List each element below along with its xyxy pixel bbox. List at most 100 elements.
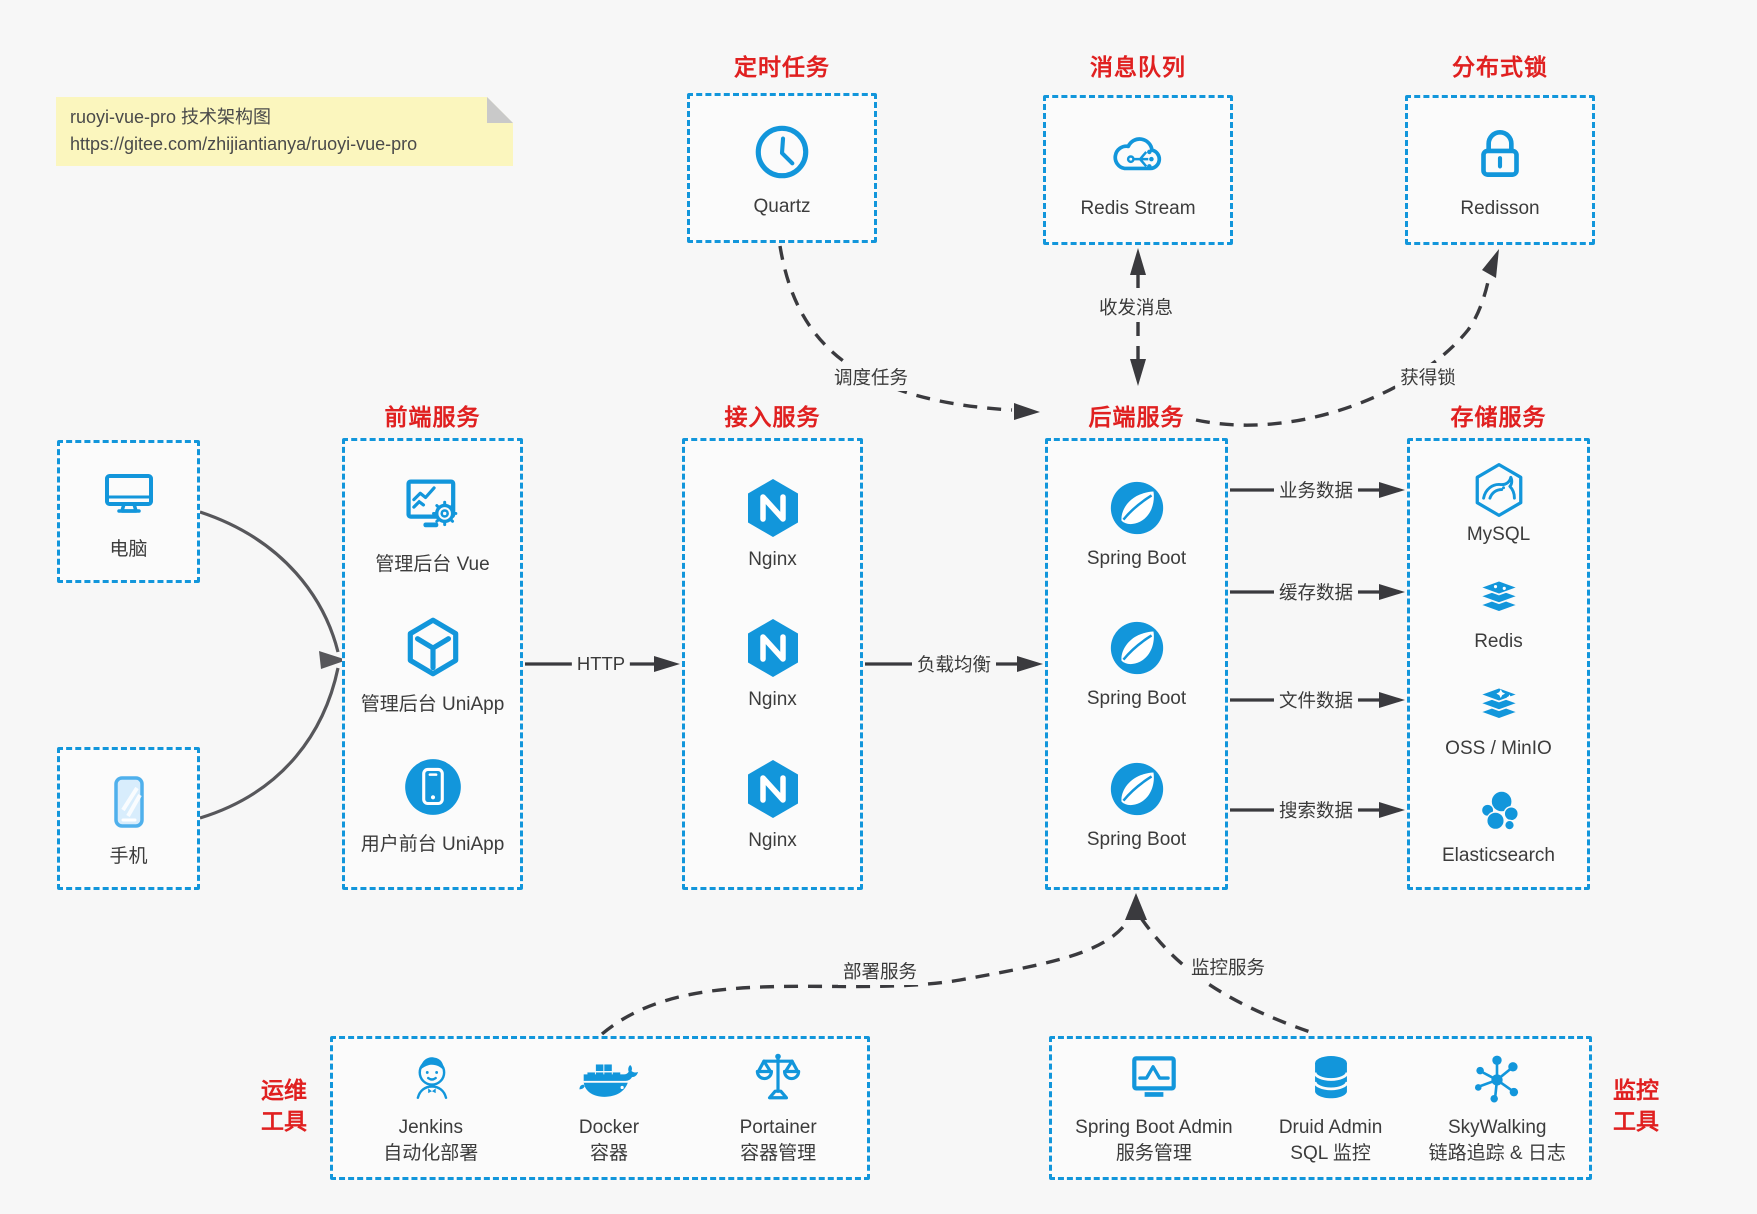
node-elasticsearch: Elasticsearch	[1410, 784, 1587, 867]
node-label: Nginx	[748, 830, 797, 852]
column-access-services: Nginx Nginx Nginx	[682, 438, 863, 890]
label-line: 运维	[261, 1077, 307, 1103]
edge-label-schedule-task: 调度任务	[828, 363, 914, 391]
node-label: Jenkins 自动化部署	[383, 1115, 478, 1167]
node-label: Redis Stream	[1080, 197, 1196, 219]
edge-label-monitor-service: 监控服务	[1185, 953, 1271, 981]
label-line: SkyWalking	[1447, 1117, 1547, 1138]
label-line: 工具	[1613, 1108, 1659, 1134]
node-label: 管理后台 Vue	[375, 554, 490, 575]
node-label: Elasticsearch	[1442, 845, 1555, 866]
node-label: Nginx	[748, 548, 797, 570]
column-backend-services: Spring Boot Spring Boot Spring Boot	[1045, 438, 1228, 890]
group-label-scheduled-tasks: 定时任务	[734, 54, 830, 80]
label-line: 服务管理	[1115, 1143, 1192, 1164]
node-label: Spring Boot Admin 服务管理	[1075, 1115, 1232, 1167]
edge-label-deploy-service: 部署服务	[837, 957, 923, 985]
nginx-icon	[741, 476, 805, 540]
edge-label-file-data: 文件数据	[1273, 686, 1359, 714]
edge-label-cache-data: 缓存数据	[1273, 578, 1359, 606]
node-spring-boot-2: Spring Boot	[1048, 617, 1225, 710]
node-label: Portainer 容器管理	[740, 1115, 817, 1167]
note-link: https://gitee.com/zhijiantianya/ruoyi-vu…	[70, 134, 418, 154]
edge-label-business-data: 业务数据	[1273, 476, 1359, 504]
node-admin-uniapp: 管理后台 UniApp	[345, 614, 520, 716]
node-mysql: MySQL	[1410, 461, 1587, 546]
column-frontend-services: 管理后台 Vue 管理后台 UniApp 用户前台 UniApp	[342, 438, 523, 890]
node-phone: 手机	[57, 747, 200, 890]
spring-icon	[1106, 617, 1168, 679]
spring-icon	[1106, 477, 1168, 539]
column-storage-services: MySQL Redis OSS / MinIO Elasticsearch	[1407, 438, 1590, 890]
node-label: Spring Boot	[1086, 688, 1187, 710]
node-label: 用户前台 UniApp	[360, 834, 505, 855]
skywalking-icon	[1467, 1049, 1527, 1109]
column-label-access: 接入服务	[724, 404, 821, 430]
edge-label-load-balance: 负载均衡	[911, 650, 997, 678]
node-label: MySQL	[1466, 524, 1531, 545]
elasticsearch-icon	[1471, 784, 1527, 840]
clock-icon	[749, 119, 815, 185]
label-line: Spring Boot Admin	[1075, 1117, 1233, 1138]
node-spring-boot-3: Spring Boot	[1048, 758, 1225, 851]
computer-icon	[97, 463, 161, 527]
node-label: Redis	[1474, 631, 1523, 652]
portainer-icon	[748, 1049, 808, 1109]
mysql-icon	[1470, 461, 1528, 519]
node-label: 管理后台 UniApp	[360, 694, 505, 715]
node-nginx-1: Nginx	[685, 476, 860, 571]
edge-computer-to-frontend	[199, 510, 340, 653]
node-portainer: Portainer 容器管理	[740, 1049, 817, 1167]
group-label-ops-tools: 运维 工具	[248, 1075, 320, 1137]
edge-label-http: HTTP	[571, 652, 631, 676]
node-spring-boot-admin: Spring Boot Admin 服务管理	[1075, 1049, 1233, 1167]
node-user-uniapp: 用户前台 UniApp	[345, 754, 520, 856]
label-line: 容器	[589, 1143, 628, 1164]
node-label: Redisson	[1460, 197, 1540, 219]
node-label: Nginx	[748, 689, 797, 711]
node-label: Druid Admin SQL 监控	[1279, 1115, 1383, 1167]
label-line: Docker	[578, 1117, 640, 1138]
node-docker: Docker 容器	[579, 1049, 639, 1167]
node-label: 手机	[109, 845, 148, 867]
edge-schedule-task	[778, 245, 1013, 412]
node-label: OSS / MinIO	[1445, 738, 1552, 759]
node-druid-admin: Druid Admin SQL 监控	[1279, 1049, 1383, 1167]
node-spring-boot-1: Spring Boot	[1048, 477, 1225, 570]
node-nginx-3: Nginx	[685, 757, 860, 852]
uniapp-cube-icon	[400, 614, 466, 680]
node-admin-vue: 管理后台 Vue	[345, 472, 520, 576]
node-redis: Redis	[1410, 570, 1587, 653]
label-line: SQL 监控	[1290, 1143, 1371, 1164]
edge-label-acquire-lock: 获得锁	[1395, 363, 1461, 391]
jenkins-icon	[401, 1049, 461, 1109]
node-nginx-2: Nginx	[685, 616, 860, 711]
note-fold-corner	[487, 97, 513, 123]
node-label: Spring Boot	[1086, 829, 1187, 851]
edge-label-search-data: 搜索数据	[1273, 796, 1359, 824]
spring-icon	[1106, 758, 1168, 820]
node-redisson: Redisson	[1405, 95, 1595, 245]
user-app-icon	[400, 754, 466, 820]
edge-phone-to-frontend	[199, 667, 340, 820]
lock-icon	[1467, 121, 1533, 187]
docker-icon	[579, 1049, 639, 1109]
sticky-note: ruoyi-vue-pro 技术架构图 https://gitee.com/zh…	[56, 97, 513, 166]
group-label-monitor-tools: 监控 工具	[1600, 1075, 1672, 1137]
arrowhead-frontend	[319, 651, 347, 669]
node-label: Docker 容器	[579, 1115, 639, 1167]
label-line: 自动化部署	[383, 1143, 479, 1164]
node-redis-stream: Redis Stream	[1043, 95, 1233, 245]
nginx-icon	[741, 757, 805, 821]
edge-deploy-service	[600, 917, 1132, 1036]
node-label: 电脑	[109, 538, 148, 560]
node-label: SkyWalking 链路追踪 & 日志	[1429, 1115, 1566, 1167]
label-line: 监控	[1613, 1077, 1659, 1103]
label-line: Jenkins	[398, 1117, 463, 1138]
column-label-storage: 存储服务	[1450, 404, 1547, 430]
phone-icon	[97, 770, 161, 834]
edge-label-send-receive-message: 收发消息	[1093, 293, 1179, 321]
label-line: Portainer	[739, 1117, 817, 1138]
storage-stack-icon	[1471, 677, 1527, 733]
